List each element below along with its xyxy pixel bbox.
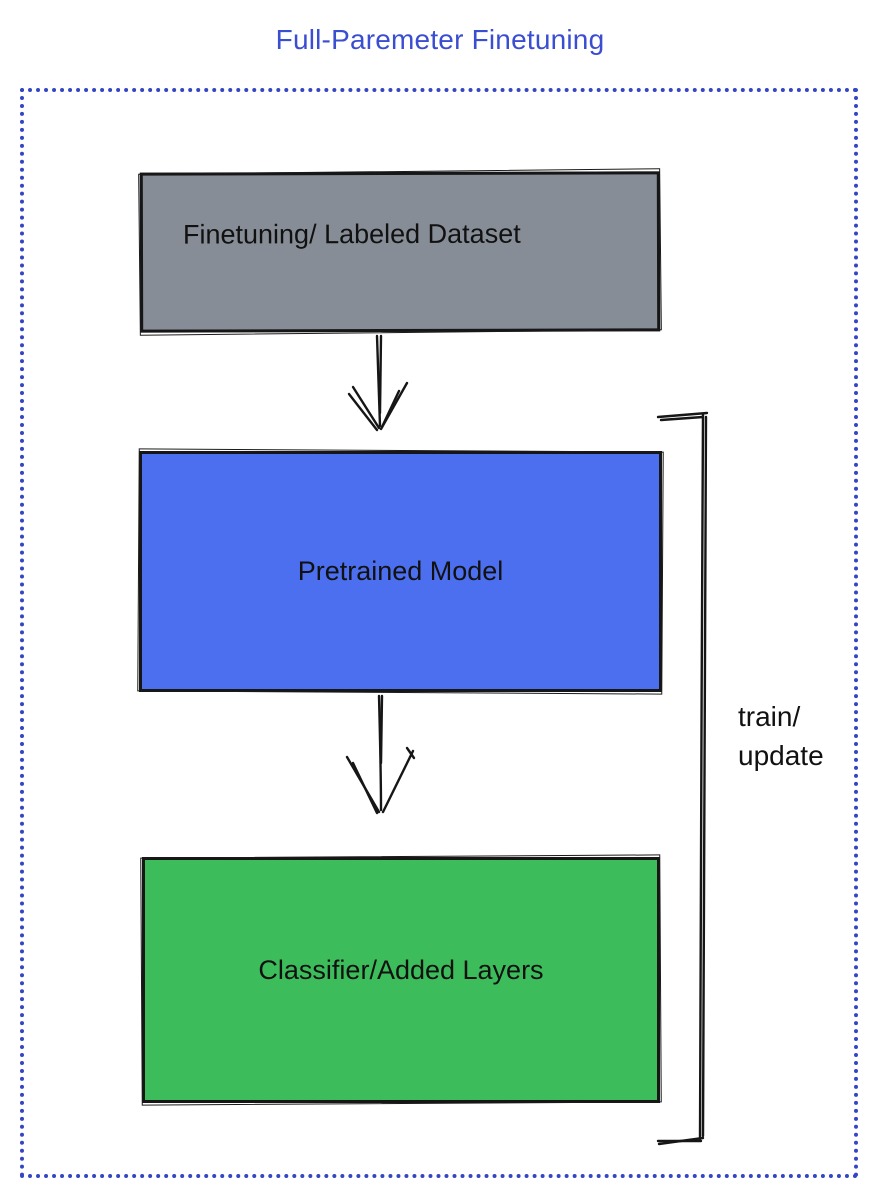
dotted-boundary [20,88,858,1178]
diagram-title: Full-Paremeter Finetuning [275,24,605,55]
box-finetuning-dataset[interactable]: Finetuning/ Labeled Dataset [139,171,661,333]
box-finetuning-dataset-label: Finetuning/ Labeled Dataset [182,218,521,250]
box-classifier-added-layers[interactable]: Classifier/Added Layers [142,857,660,1103]
box-classifier-added-layers-label: Classifier/Added Layers [258,954,544,985]
box-pretrained-model-label: Pretrained Model [297,556,504,586]
train-update-label: train/ update [738,701,824,771]
box-pretrained-model[interactable]: Pretrained Model [139,451,662,692]
